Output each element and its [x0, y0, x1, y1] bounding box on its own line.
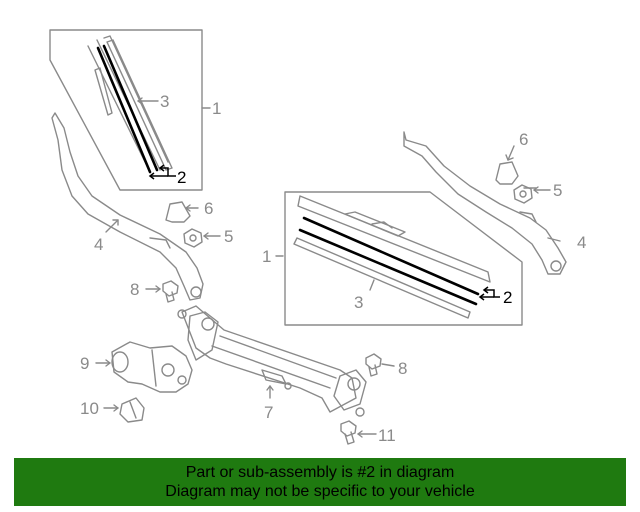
- wiper-motor: [111, 341, 193, 393]
- refill-leaders: [148, 164, 500, 301]
- callout-2-left[interactable]: 2: [177, 168, 186, 187]
- left-nut: [183, 228, 203, 248]
- parts-diagram: 1 2 3 4 6 5 1 2 3 6 5 4 8 8 9 7 10 11: [49, 29, 586, 445]
- right-wiper-blade: [297, 195, 491, 283]
- callout-6-left: 6: [204, 199, 213, 218]
- left-bolt: [162, 280, 179, 303]
- left-blade-assembly-box: [49, 29, 203, 191]
- right-refill-strip-a: [302, 216, 480, 296]
- banner-line-disclaimer: Diagram may not be specific to your vehi…: [165, 483, 475, 500]
- right-cap: [495, 161, 519, 185]
- callout-4-right: 4: [577, 233, 586, 252]
- right-bolt: [365, 353, 382, 377]
- callout-8-right: 8: [398, 359, 407, 378]
- refill-part-2: [96, 44, 480, 306]
- leader-lines: [95, 97, 561, 438]
- callout-8-left: 8: [130, 280, 139, 299]
- callout-5-left: 5: [224, 227, 233, 246]
- left-refill-strip-a: [96, 46, 152, 174]
- banner-line-part: Part or sub-assembly is #2 in diagram: [185, 464, 455, 481]
- right-blade-rubber-strip: [293, 237, 471, 319]
- callout-11: 11: [378, 426, 396, 445]
- right-nut: [513, 184, 533, 204]
- callout-4-left: 4: [94, 235, 103, 254]
- wiper-linkage: [177, 305, 367, 417]
- callout-9: 9: [80, 354, 89, 373]
- callout-7: 7: [264, 403, 273, 422]
- left-refill-strip-b: [102, 44, 159, 172]
- left-cap: [165, 201, 191, 223]
- right-blade-assembly-box: [284, 191, 523, 326]
- right-wiper-arm: [403, 131, 567, 275]
- callout-1-left: 1: [212, 99, 221, 118]
- callout-3-right: 3: [354, 293, 363, 312]
- left-blade-rubber-strip: [106, 39, 173, 171]
- callout-3-left: 3: [160, 92, 169, 111]
- grommet: [119, 397, 145, 423]
- callout-1-right: 1: [262, 247, 271, 266]
- callout-5-right: 5: [553, 181, 562, 200]
- left-wiper-arm: [51, 112, 204, 301]
- callout-6-right: 6: [519, 130, 528, 149]
- callout-2-right[interactable]: 2: [503, 288, 512, 307]
- info-banner: Part or sub-assembly is #2 in diagram Di…: [14, 458, 626, 506]
- callout-10: 10: [80, 399, 99, 418]
- bottom-bolt: [340, 420, 357, 445]
- right-refill-strip-b: [298, 228, 478, 306]
